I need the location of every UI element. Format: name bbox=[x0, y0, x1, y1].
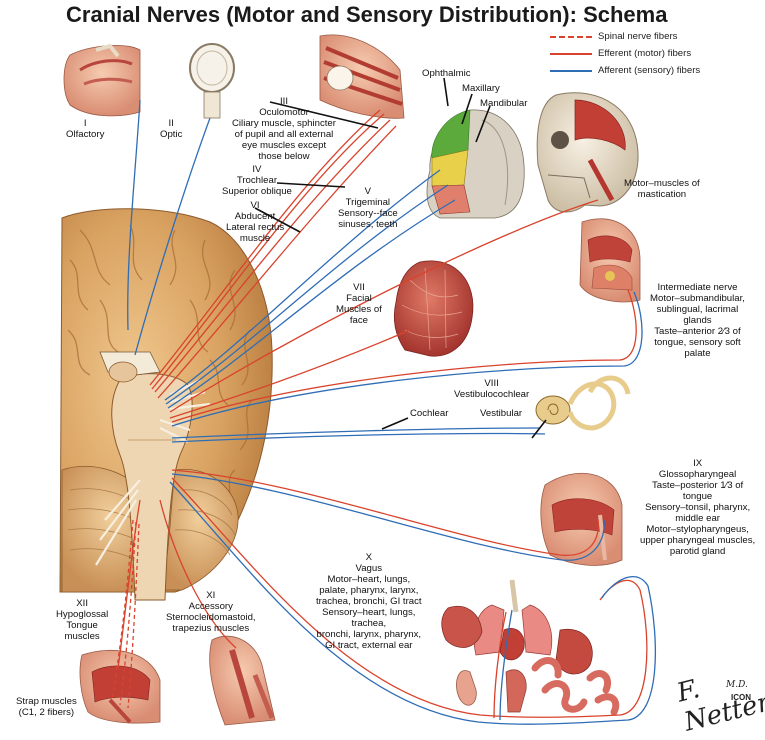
neck-muscles-illustration bbox=[209, 635, 276, 726]
label-vestibular: Vestibular bbox=[480, 408, 523, 419]
vagus-organs-illustration bbox=[441, 579, 620, 716]
publisher-mark: ICON bbox=[731, 693, 751, 702]
signature-suffix: M.D. bbox=[726, 680, 748, 690]
orbit-muscles-illustration bbox=[319, 34, 405, 119]
pharynx-illustration bbox=[540, 472, 623, 566]
trigeminal-face-illustration bbox=[426, 109, 525, 219]
brain-illustration bbox=[59, 208, 273, 601]
inner-ear-illustration bbox=[535, 375, 631, 431]
red-line-swatch bbox=[550, 52, 592, 55]
legend-item-spinal: Spinal nerve fibers bbox=[550, 28, 700, 45]
label-mandibular: Mandibular bbox=[480, 98, 528, 109]
label-ophthalmic: Ophthalmic bbox=[422, 68, 471, 79]
label-strap-muscles: Strap muscles(C1, 2 fibers) bbox=[16, 696, 77, 718]
oral-cavity-illustration bbox=[579, 218, 641, 303]
label-maxillary: Maxillary bbox=[462, 83, 500, 94]
legend: Spinal nerve fibers Efferent (motor) fib… bbox=[550, 28, 700, 79]
eye-illustration bbox=[189, 43, 235, 119]
page-title: Cranial Nerves (Motor and Sensory Distri… bbox=[66, 2, 668, 27]
legend-item-efferent: Efferent (motor) fibers bbox=[550, 45, 700, 62]
legend-label-afferent: Afferent (sensory) fibers bbox=[598, 65, 701, 76]
skull-illustration bbox=[536, 92, 639, 213]
nasal-cavity-illustration bbox=[63, 43, 141, 117]
label-cochlear: Cochlear bbox=[410, 408, 449, 419]
legend-label-efferent: Efferent (motor) fibers bbox=[598, 48, 692, 59]
legend-label-spinal: Spinal nerve fibers bbox=[598, 31, 678, 42]
nerve-fibers bbox=[111, 99, 657, 725]
facial-muscles-illustration bbox=[393, 260, 474, 357]
legend-item-afferent: Afferent (sensory) fibers bbox=[550, 62, 700, 79]
dashed-line-swatch bbox=[550, 35, 592, 38]
tongue-section-illustration bbox=[79, 649, 161, 724]
blue-line-swatch bbox=[550, 69, 592, 72]
label-leader-lines bbox=[254, 77, 547, 439]
